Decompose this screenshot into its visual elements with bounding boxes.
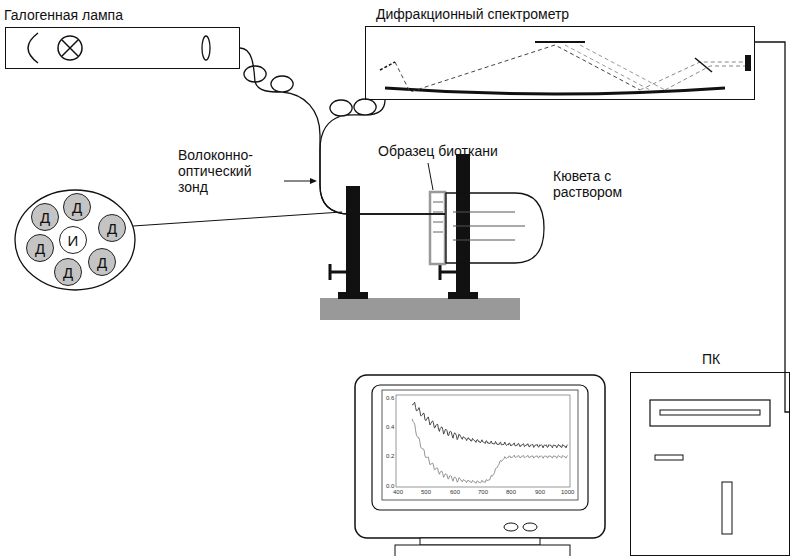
concave-mirror (385, 88, 725, 94)
tower-slot (722, 482, 732, 534)
table-base (320, 298, 520, 320)
core-letter: Д (72, 200, 82, 215)
graph-panel (382, 390, 578, 500)
core-letter: И (68, 233, 79, 248)
fold-mirror (695, 58, 712, 72)
core-letter: Д (35, 241, 45, 256)
core-letter: Д (107, 221, 117, 236)
monitor-button (504, 523, 518, 531)
stand-pole (456, 154, 470, 293)
plot-frame (396, 395, 570, 487)
tissue-sample (430, 192, 445, 264)
leader-line (133, 212, 342, 226)
light-ray (395, 45, 640, 92)
pc-tower: ПК (630, 372, 790, 556)
fiber-core: Д (26, 234, 54, 262)
monitor-housing (355, 375, 605, 538)
part-label: Волоконно- оптический зонд (178, 147, 278, 195)
sample-layers (433, 202, 443, 232)
grating (535, 41, 585, 43)
axis-tick-label: 900 (535, 489, 545, 496)
axis-tick-label: 0.4 (386, 424, 394, 431)
node-heading: Кювета с раствором (553, 168, 653, 200)
node-heading: Галогенная лампа (4, 7, 123, 23)
axis-tick-label: 800 (506, 489, 516, 496)
keyboard (395, 545, 570, 556)
stand-foot (338, 292, 368, 299)
stand-pole (346, 186, 360, 293)
optical-fiber (240, 48, 445, 214)
reference-spectrum (412, 402, 568, 448)
arrow-head (310, 178, 317, 184)
fiber-core: Д (88, 248, 116, 276)
axis-tick-label: 500 (421, 489, 431, 496)
cuvette-wall (446, 193, 544, 263)
sample-spectrum (412, 419, 568, 483)
floppy-slot (655, 455, 683, 460)
detector (745, 55, 751, 71)
monitor-stand (420, 538, 540, 545)
lens (202, 36, 210, 60)
fiber-core: Д (54, 258, 82, 286)
cuvette: Кювета с раствором (445, 192, 545, 264)
pointer-arrow (284, 181, 312, 182)
drive-bay (650, 400, 770, 426)
bulb-cross (62, 40, 78, 56)
leader-line (428, 163, 433, 190)
part-label: Образец биоткани (378, 143, 498, 159)
spectra (412, 402, 568, 483)
light-ray (565, 45, 665, 90)
probe-cross-section (15, 190, 135, 290)
solution-lines (453, 212, 525, 240)
monitor-screen (372, 385, 588, 510)
axis-tick-label: 0.2 (386, 453, 394, 460)
axis-tick-label: 700 (478, 489, 488, 496)
lamp-housing: Галогенная лампа (5, 27, 240, 69)
monitor-button (523, 523, 537, 531)
axis-tick-label: 0.0 (386, 483, 394, 490)
entrance-slit (380, 62, 395, 70)
spectrometer-housing: Дифракционный спектрометр (365, 26, 755, 100)
core-letter: Д (40, 210, 50, 225)
clamp-screw (330, 264, 456, 280)
fiber-core: Д (31, 203, 59, 231)
light-ray (640, 62, 745, 90)
cuvette-outline (445, 192, 545, 264)
axis-tick-label: 600 (450, 489, 460, 496)
drive-slot (660, 410, 760, 415)
axis-tick-label: 400 (393, 489, 403, 496)
bulb (58, 36, 82, 60)
fiber-core: Д (63, 193, 91, 221)
stand-foot (448, 292, 478, 299)
axis-tick-label: 0.6 (386, 395, 394, 402)
optical-fiber (755, 42, 790, 412)
fiber-core: Д (98, 214, 126, 242)
fiber-core: И (59, 226, 87, 254)
node-heading: Дифракционный спектрометр (376, 6, 569, 22)
core-letter: Д (63, 265, 73, 280)
core-letter: Д (97, 255, 107, 270)
reflector (28, 33, 38, 63)
node-heading: ПК (702, 351, 720, 367)
axis-tick-label: 1000 (561, 489, 574, 496)
